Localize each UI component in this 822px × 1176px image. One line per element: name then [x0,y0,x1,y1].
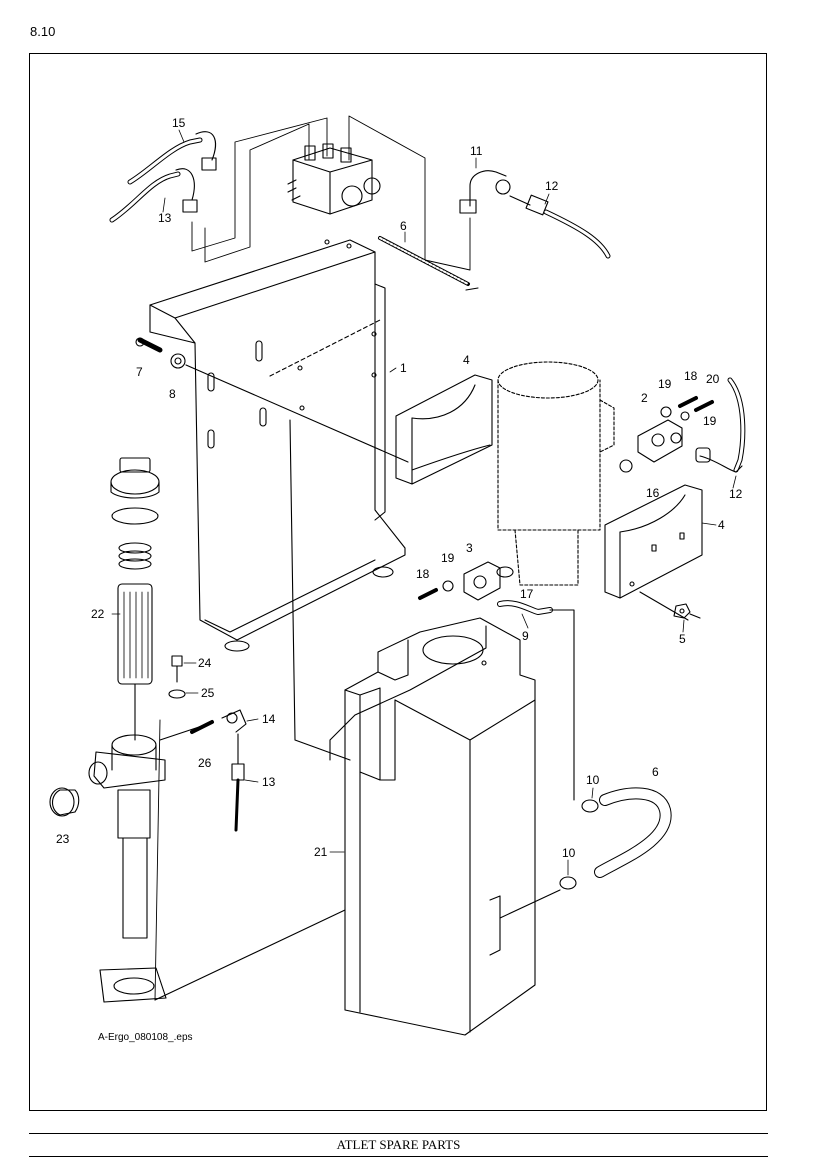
callout-10a: 10 [586,773,600,787]
footer-rule-top [29,1133,768,1134]
callout-18b: 18 [416,567,430,581]
filter-assembly [49,457,346,1003]
callout-19c: 19 [441,551,455,565]
callout-5: 5 [679,632,686,646]
callout-9: 9 [522,629,529,643]
callout-19b: 19 [703,414,717,428]
callout-12a: 12 [545,179,559,193]
callout-16: 16 [646,486,660,500]
callout-26: 26 [198,756,212,770]
callout-18a: 18 [684,369,698,383]
file-name: A-Ergo_080108_.eps [98,1032,193,1043]
clamp-4-upper [395,374,493,485]
callout-labels: 1 2 3 4 4 5 6 6 7 8 9 10 10 11 12 12 13 … [56,116,743,860]
callout-6b: 6 [652,765,659,779]
callout-14: 14 [262,712,276,726]
drawing-frame [29,53,767,1111]
callout-13a: 13 [158,211,172,225]
callout-7: 7 [136,365,143,379]
nut-5 [673,603,701,619]
callout-leaders [111,129,737,876]
callout-23: 23 [56,832,70,846]
callout-15: 15 [172,116,186,130]
callout-20: 20 [706,372,720,386]
flange-2 [619,377,746,473]
hose-15-13 [109,131,217,223]
callout-1: 1 [400,361,407,375]
hose-11-12 [459,170,611,259]
threaded-rod-6 [378,236,479,291]
flange-3 [418,561,575,801]
callout-11: 11 [470,144,483,158]
callout-13b: 13 [262,775,276,789]
footer-title: ATLET SPARE PARTS [336,1137,461,1152]
callout-19a: 19 [658,377,672,391]
callout-17: 17 [520,587,534,601]
page-number: 8.10 [30,24,56,39]
callout-21: 21 [314,845,328,859]
bracket-1 [149,239,406,652]
oil-tank-21 [329,617,561,1036]
clamp-4-lower [604,484,703,621]
footer-rule-bottom [29,1156,768,1157]
callout-6a: 6 [400,219,407,233]
valve-block [191,115,471,271]
callout-10b: 10 [562,846,576,860]
hose-6-lower [559,787,672,890]
leader-bracket-tank [289,419,351,761]
callout-8: 8 [169,387,176,401]
callout-2: 2 [641,391,648,405]
callout-25: 25 [201,686,215,700]
callout-22: 22 [91,607,105,621]
screw-7-washer-8 [135,337,409,463]
callout-24: 24 [198,656,212,670]
motor-dashed [497,361,615,586]
callout-4b: 4 [718,518,725,532]
callout-12b: 12 [729,487,743,501]
callout-3: 3 [466,541,473,555]
callout-4a: 4 [463,353,470,367]
